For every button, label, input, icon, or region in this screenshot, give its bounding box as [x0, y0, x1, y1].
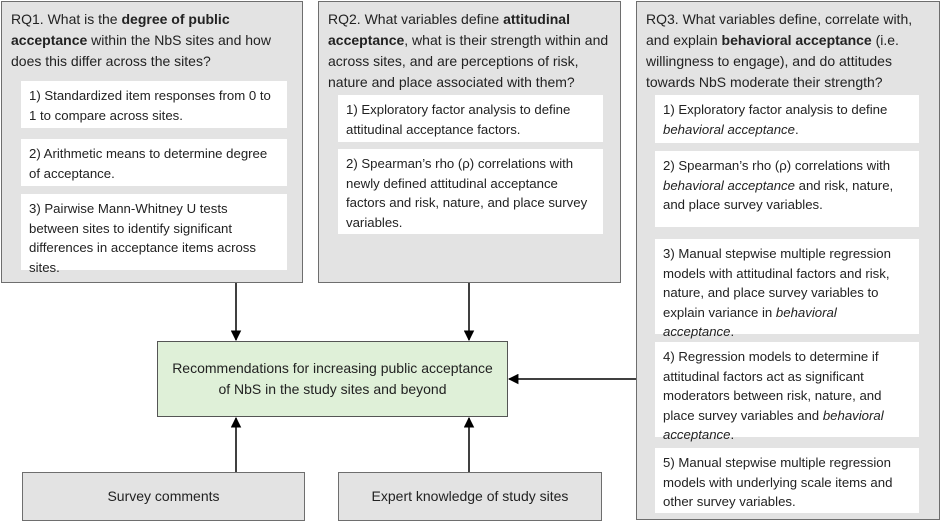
- rq1-panel: RQ1. What is the degree of public accept…: [1, 1, 303, 283]
- rq3-question-bold: behavioral acceptance: [721, 32, 872, 48]
- expert-knowledge-box: Expert knowledge of study sites: [338, 472, 602, 521]
- rq3-step-4-end: .: [730, 427, 735, 442]
- rq3-step-3-text: 3) Manual stepwise multiple regression m…: [663, 246, 891, 320]
- rq2-question-prefix: RQ2. What variables define: [328, 11, 504, 27]
- recommendations-text: Recommendations for increasing public ac…: [172, 360, 493, 397]
- rq3-step-1-end: .: [794, 121, 799, 137]
- rq3-step-4-text: 4) Regression models to determine if att…: [663, 349, 882, 423]
- rq1-step-3: 3) Pairwise Mann-Whitney U tests between…: [21, 194, 287, 275]
- rq2-question: RQ2. What variables define attitudinal a…: [328, 9, 618, 93]
- rq1-question: RQ1. What is the degree of public accept…: [11, 9, 301, 72]
- rq3-step-5-text: 5) Manual stepwise multiple regression m…: [663, 455, 893, 509]
- rq3-step-3: 3) Manual stepwise multiple regression m…: [655, 239, 919, 339]
- rq2-step-2: 2) Spearman’s rho (ρ) correlations with …: [338, 149, 603, 234]
- rq3-step-1-emphasis: behavioral acceptance: [663, 121, 795, 137]
- rq3-question-prefix: RQ3. What variables define, correlate wi…: [646, 11, 913, 48]
- rq1-step-2: 2) Arithmetic means to determine degree …: [21, 139, 287, 186]
- rq1-question-suffix: within the NbS sites and how does this d…: [11, 32, 271, 69]
- rq3-step-1: 1) Exploratory factor analysis to define…: [655, 95, 919, 143]
- rq3-step-2-end: and risk, nature, and place survey varia…: [663, 177, 894, 213]
- rq2-question-suffix: , what is their strength within and acro…: [328, 32, 609, 90]
- rq3-step-2: 2) Spearman’s rho (ρ) correlations with …: [655, 151, 919, 227]
- rq3-step-2-emphasis: behavioral acceptance: [663, 177, 795, 193]
- recommendations-box: Recommendations for increasing public ac…: [157, 341, 508, 417]
- rq3-step-4-emphasis: behavioral acceptance: [663, 407, 884, 443]
- survey-comments-text: Survey comments: [107, 488, 220, 504]
- rq3-step-3-emphasis: behavioral acceptance: [663, 304, 837, 340]
- rq1-question-bold: degree of public acceptance: [11, 11, 230, 48]
- rq3-step-1-text: 1) Exploratory factor analysis to define: [663, 102, 888, 117]
- rq2-panel: RQ2. What variables define attitudinal a…: [318, 1, 621, 283]
- rq3-question: RQ3. What variables define, correlate wi…: [646, 9, 936, 93]
- rq3-step-2-text: 2) Spearman’s rho (ρ) correlations with: [663, 158, 891, 173]
- rq3-panel: RQ3. What variables define, correlate wi…: [636, 1, 940, 520]
- rq3-step-5: 5) Manual stepwise multiple regression m…: [655, 448, 919, 513]
- rq3-step-3-end: .: [730, 324, 735, 339]
- rq3-step-4: 4) Regression models to determine if att…: [655, 342, 919, 442]
- rq2-step-1: 1) Exploratory factor analysis to define…: [338, 95, 603, 142]
- rq1-question-prefix: RQ1. What is the: [11, 11, 122, 27]
- rq2-question-bold: attitudinal acceptance: [328, 11, 570, 48]
- rq3-question-suffix: (i.e. willingness to engage), and do att…: [646, 32, 899, 90]
- expert-knowledge-text: Expert knowledge of study sites: [371, 488, 569, 504]
- rq1-step-1: 1) Standardized item responses from 0 to…: [21, 81, 287, 128]
